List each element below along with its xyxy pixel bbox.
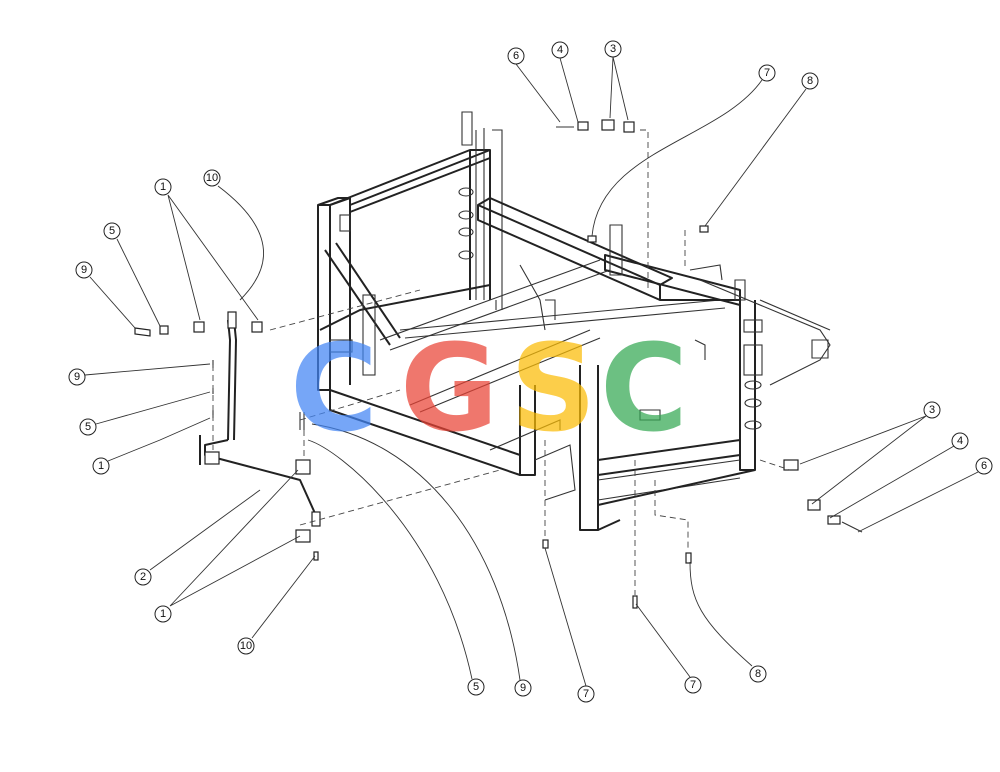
callout-3: 3 xyxy=(604,40,622,58)
callout-number: 9 xyxy=(81,264,87,276)
callout-number: 3 xyxy=(929,404,935,416)
callout-5: 5 xyxy=(79,418,97,436)
callout-7: 7 xyxy=(577,685,595,703)
callout-2: 2 xyxy=(134,568,152,586)
callout-number: 1 xyxy=(98,460,104,472)
callout-1: 1 xyxy=(92,457,110,475)
callout-circle xyxy=(604,40,622,58)
main-frame xyxy=(317,111,831,531)
callout-number: 8 xyxy=(807,75,813,87)
callout-number: 9 xyxy=(74,371,80,383)
callout-circle xyxy=(684,676,702,694)
callout-circle xyxy=(154,605,172,623)
callout-number: 4 xyxy=(557,44,563,56)
callout-number: 10 xyxy=(206,172,218,184)
callout-7: 7 xyxy=(758,64,776,82)
callout-circle xyxy=(507,47,525,65)
watermark: C G S C xyxy=(290,320,688,459)
callout-6: 6 xyxy=(507,47,525,65)
callout-10: 10 xyxy=(237,637,255,655)
callout-8: 8 xyxy=(801,72,819,90)
callout-circle xyxy=(749,665,767,683)
callout-9: 9 xyxy=(68,368,86,386)
watermark-letter-1: C xyxy=(290,320,378,459)
callout-circle xyxy=(103,222,121,240)
alignment-lines xyxy=(212,129,791,595)
callout-number: 7 xyxy=(583,688,589,700)
callout-number: 1 xyxy=(160,181,166,193)
callout-circle xyxy=(551,41,569,59)
leader-lines xyxy=(84,56,979,687)
callout-circle xyxy=(68,368,86,386)
callout-5: 5 xyxy=(467,678,485,696)
callout-circle xyxy=(577,685,595,703)
callout-3: 3 xyxy=(923,401,941,419)
callout-number: 3 xyxy=(610,43,616,55)
callout-number: 5 xyxy=(473,681,479,693)
callout-7: 7 xyxy=(684,676,702,694)
callout-10: 10 xyxy=(203,169,221,187)
callout-circle xyxy=(203,169,221,187)
callout-circle xyxy=(923,401,941,419)
callout-number: 2 xyxy=(140,571,146,583)
callout-number: 5 xyxy=(85,421,91,433)
callout-1: 1 xyxy=(154,605,172,623)
loose-parts xyxy=(134,119,863,609)
callout-circle xyxy=(801,72,819,90)
callout-4: 4 xyxy=(551,41,569,59)
callout-number: 8 xyxy=(755,668,761,680)
callout-number: 9 xyxy=(520,682,526,694)
callout-8: 8 xyxy=(749,665,767,683)
callout-circle xyxy=(75,261,93,279)
callout-circle xyxy=(154,178,172,196)
callout-9: 9 xyxy=(514,679,532,697)
callout-circle xyxy=(758,64,776,82)
callout-number: 4 xyxy=(957,435,963,447)
callout-circle xyxy=(951,432,969,450)
callout-9: 9 xyxy=(75,261,93,279)
callout-5: 5 xyxy=(103,222,121,240)
watermark-letter-3: S xyxy=(510,320,596,459)
callout-number: 1 xyxy=(160,608,166,620)
callout-circle xyxy=(79,418,97,436)
callout-6: 6 xyxy=(975,457,993,475)
callout-circle xyxy=(467,678,485,696)
callout-number: 7 xyxy=(690,679,696,691)
callout-number: 5 xyxy=(109,225,115,237)
watermark-letter-4: C xyxy=(600,320,688,459)
callout-circle xyxy=(92,457,110,475)
callout-circle xyxy=(134,568,152,586)
callout-circle xyxy=(975,457,993,475)
watermark-letter-2: G xyxy=(400,320,499,459)
callout-4: 4 xyxy=(951,432,969,450)
callout-number: 6 xyxy=(513,50,519,62)
callout-circle xyxy=(237,637,255,655)
callout-1: 1 xyxy=(154,178,172,196)
callout-number: 7 xyxy=(764,67,770,79)
callout-labels: 6 4 3 7 8 10 1 5 9 9 5 1 2 1 10 5 9 7 7 8 3 4 6 xyxy=(68,40,993,703)
callout-number: 6 xyxy=(981,460,987,472)
callout-circle xyxy=(514,679,532,697)
callout-number: 10 xyxy=(240,640,252,652)
